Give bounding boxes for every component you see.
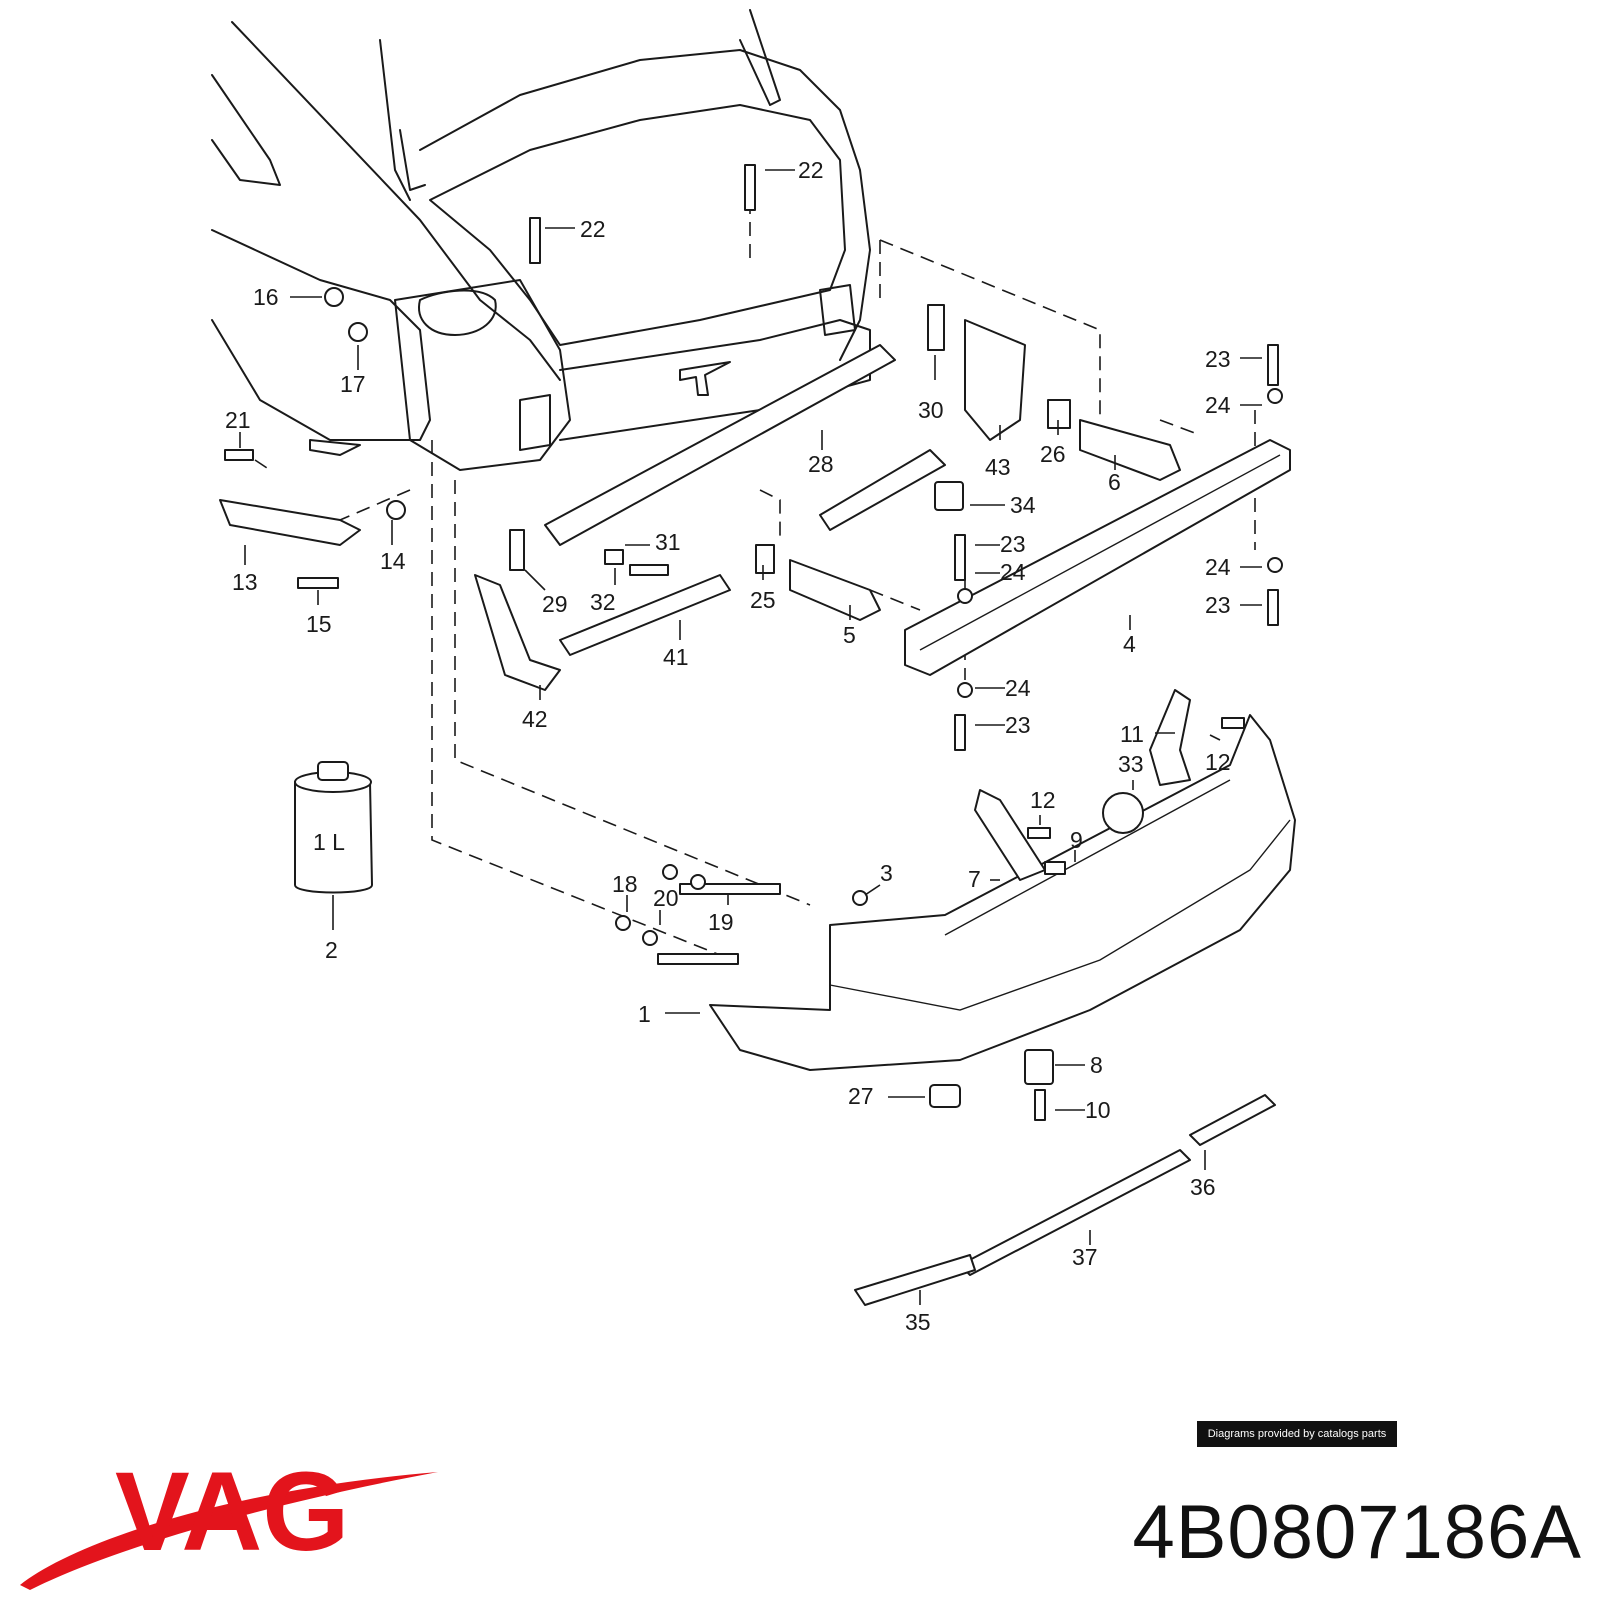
callout-24c: 24 [1205, 554, 1231, 580]
bracket-13 [219, 499, 361, 546]
callout-28: 28 [808, 451, 834, 477]
logo-text: VAG [115, 1450, 349, 1574]
callout-24a: 24 [1205, 392, 1231, 418]
mount-right [1079, 419, 1181, 481]
callout-15: 15 [306, 611, 332, 637]
callout-19: 19 [708, 909, 734, 935]
side-guide-42 [474, 574, 561, 691]
callout-31: 31 [655, 529, 681, 555]
callout-24b: 24 [1000, 559, 1026, 585]
callout-24d: 24 [1005, 675, 1031, 701]
callout-17: 17 [340, 371, 366, 397]
callout-16: 16 [253, 284, 279, 310]
fasteners [224, 164, 1283, 1121]
callout-14: 14 [380, 548, 406, 574]
callout-29: 29 [542, 591, 568, 617]
callout-1: 1 [638, 1001, 651, 1027]
bracket-41 [559, 574, 731, 656]
callout-13: 13 [232, 569, 258, 595]
callout-27: 27 [848, 1083, 874, 1109]
mount-left [789, 559, 881, 621]
impact-beam-edge [919, 454, 1281, 651]
bumper-crease [829, 819, 1291, 1011]
container-label: 1 L [313, 829, 345, 855]
callout-37: 37 [1072, 1244, 1098, 1270]
callouts: 1 2 3 4 5 6 7 8 9 10 11 12 12 13 14 15 1… [225, 157, 1262, 1335]
callout-23c: 23 [1205, 592, 1231, 618]
fluid-container: 1 L [294, 761, 373, 894]
side-guide-43 [964, 319, 1026, 441]
callout-21: 21 [225, 407, 251, 433]
callout-7: 7 [968, 866, 981, 892]
callout-32: 32 [590, 589, 616, 615]
vag-logo: VAG [20, 1450, 438, 1590]
callout-22b: 22 [580, 216, 606, 242]
callout-20: 20 [653, 885, 679, 911]
callout-23a: 23 [1205, 346, 1231, 372]
callout-33: 33 [1118, 751, 1144, 777]
callout-8: 8 [1090, 1052, 1103, 1078]
callout-2: 2 [325, 937, 338, 963]
bumper-top-edge [944, 779, 1231, 936]
callout-34: 34 [1010, 492, 1036, 518]
callout-3: 3 [880, 860, 893, 886]
impact-beam [904, 439, 1291, 676]
callout-35: 35 [905, 1309, 931, 1335]
grille-35 [854, 1254, 976, 1306]
callout-43: 43 [985, 454, 1011, 480]
callout-30: 30 [918, 397, 944, 423]
callout-18: 18 [612, 871, 638, 897]
callout-23b: 23 [1000, 531, 1026, 557]
callout-25: 25 [750, 587, 776, 613]
callout-41: 41 [663, 644, 689, 670]
callout-9: 9 [1070, 827, 1083, 853]
bracket-11 [1149, 689, 1191, 786]
callout-5: 5 [843, 622, 856, 648]
callout-22a: 22 [798, 157, 824, 183]
callout-23d: 23 [1005, 712, 1031, 738]
catalog-credit-banner: Diagrams provided by catalogs parts [1197, 1421, 1397, 1447]
callout-11: 11 [1120, 721, 1144, 747]
callout-4: 4 [1123, 631, 1136, 657]
callout-36: 36 [1190, 1174, 1216, 1200]
callout-12a: 12 [1205, 749, 1231, 775]
grille-36 [1189, 1094, 1276, 1146]
bracket-28 [544, 344, 896, 546]
callout-10: 10 [1085, 1097, 1111, 1123]
bracket-7 [974, 789, 1046, 881]
strip-upper [819, 449, 946, 531]
callout-6: 6 [1108, 469, 1121, 495]
callout-42: 42 [522, 706, 548, 732]
car-body-outline [211, 9, 871, 471]
part-number: 4B0807186A [1132, 1490, 1582, 1575]
callout-26: 26 [1040, 441, 1066, 467]
bumper-cover [709, 714, 1296, 1071]
callout-12b: 12 [1030, 787, 1056, 813]
